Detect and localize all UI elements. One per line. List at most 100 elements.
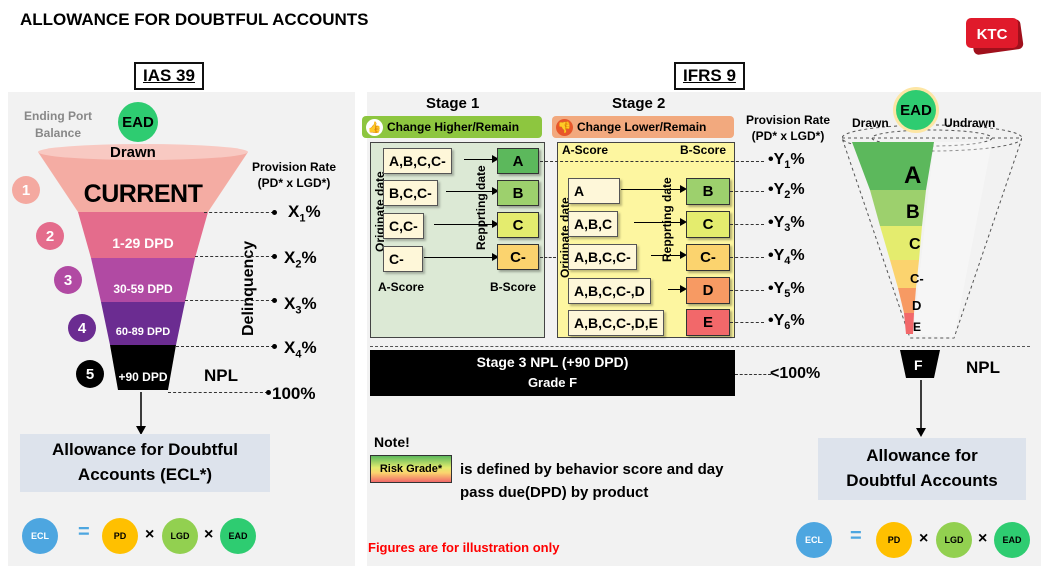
rate-x1: X1%: [288, 202, 321, 225]
ifrs-equals: =: [850, 525, 862, 547]
rate-y3: •Y3%: [768, 214, 805, 235]
leader-3: [185, 300, 274, 301]
ktc-logo: KTC: [958, 12, 1026, 58]
page-title: ALLOWANCE FOR DOUBTFUL ACCOUNTS: [20, 10, 369, 29]
s2-input-4: A,B,C,C-,D: [568, 278, 651, 304]
s1-input-2: B,C,C-: [383, 180, 438, 206]
ifrs-times-1: ×: [919, 530, 929, 547]
change-higher-pill: 👍 Change Higher/Remain: [362, 116, 542, 138]
rate-x4: X4%: [284, 338, 317, 361]
ifrs-lgd-circle: LGD: [936, 522, 972, 558]
funnel-grade-e: E: [913, 320, 922, 334]
leader-dot-3: [272, 298, 277, 303]
y-leader-2: [730, 191, 764, 192]
level-90: +90 DPD: [118, 370, 168, 384]
step-3-badge: 3: [54, 266, 82, 294]
funnel-grade-f: F: [914, 357, 923, 373]
funnel-grade-d: D: [912, 298, 922, 313]
s1-grade-c: C: [497, 212, 539, 238]
stage3-box: Stage 3 NPL (+90 DPD)Grade F: [370, 350, 735, 396]
ifrs-down-arrow: [916, 380, 926, 437]
stage1-box: [370, 142, 545, 338]
drawn-label: Drawn: [110, 144, 156, 161]
ias-provision-rate: Provision Rate(PD* x LGD*): [251, 160, 337, 190]
change-lower-pill: 👎 Change Lower/Remain: [552, 116, 734, 138]
stage2-box: [557, 142, 735, 338]
y-leader-3: [730, 224, 764, 225]
s2-arrow-4: [668, 285, 687, 293]
ifrs9-funnel: [842, 124, 1022, 378]
s1-grade-cm: C-: [497, 244, 539, 270]
ias-equals: =: [78, 521, 90, 543]
s1-arrow-4: [424, 253, 499, 261]
ifrs-times-2: ×: [978, 530, 988, 547]
leader-dot-5: [266, 390, 271, 395]
s1-arrow-3: [434, 220, 499, 228]
ias-ead-circle: EAD: [220, 518, 256, 554]
svg-text:KTC: KTC: [977, 26, 1008, 43]
s2-b-score: B-Score: [680, 143, 727, 157]
leader-4: [176, 346, 274, 347]
s2-reporting-date: Repprting date: [660, 177, 674, 262]
ias-lgd-circle: LGD: [162, 518, 198, 554]
funnel-undrawn: Undrawn: [944, 116, 996, 130]
leader-1: [204, 212, 274, 213]
stage1-label: Stage 1: [426, 95, 480, 112]
s2-input-1: A: [568, 178, 620, 204]
ifrs-ead-badge: EAD: [896, 90, 936, 130]
ias-times-2: ×: [204, 526, 214, 543]
stage3-leader: [735, 374, 771, 375]
s1-input-1: A,B,C,C-: [383, 148, 452, 174]
s2-input-5: A,B,C,C-,D,E: [568, 310, 664, 336]
thumbs-up-icon: 👍: [366, 118, 383, 136]
level-30-59: 30-59 DPD: [113, 282, 173, 296]
s1-input-4: C-: [383, 246, 423, 272]
step-4-badge: 4: [68, 314, 96, 342]
ifrs-provision-rate: Provision Rate(PD* x LGD*): [745, 113, 831, 144]
s1-reporting-date: Repprting date: [474, 165, 488, 250]
ias-times-1: ×: [145, 526, 155, 543]
rate-y6: •Y6%: [768, 312, 805, 333]
thumbs-down-icon: 👎: [556, 118, 573, 136]
s2-arrow-3: [651, 251, 687, 259]
ias-down-arrow: [136, 392, 146, 435]
s2-input-2: A,B,C: [568, 211, 619, 237]
s2-grade-cm: C-: [686, 244, 730, 271]
stage2-label: Stage 2: [612, 95, 666, 112]
level-60-89: 60-89 DPD: [115, 326, 171, 338]
ias-ecl-circle: ECL: [22, 518, 58, 554]
s2-grade-e: E: [686, 309, 730, 336]
rate-y2: •Y2%: [768, 181, 805, 202]
step-1-badge: 1: [12, 176, 40, 204]
y-leader-4: [730, 257, 764, 258]
ias-npl-label: NPL: [204, 366, 238, 385]
step-5-badge: 5: [76, 360, 104, 388]
s1-input-3: C,C-: [383, 213, 424, 239]
ifrs-ead-circle: EAD: [994, 522, 1030, 558]
s2-grade-d: D: [686, 277, 730, 304]
rate-stage3: <100%: [770, 365, 821, 382]
note-title: Note!: [374, 434, 410, 450]
stage3-divider: [370, 346, 1030, 347]
ias39-heading: IAS 39: [134, 62, 204, 90]
rate-y4: •Y4%: [768, 247, 805, 268]
ifrs-npl-label: NPL: [966, 358, 1000, 377]
funnel-grade-b: B: [906, 202, 920, 223]
funnel-drawn: Drawn: [852, 116, 889, 130]
leader-dot-4: [272, 344, 277, 349]
rate-x3: X3%: [284, 294, 317, 317]
s2-grade-b: B: [686, 178, 730, 205]
s2-input-3: A,B,C,C-: [568, 244, 637, 270]
leader-dot-2: [272, 254, 277, 259]
funnel-grade-a: A: [904, 162, 922, 189]
disclaimer: Figures are for illustration only: [368, 540, 560, 555]
s2-arrow-1: [621, 185, 687, 193]
ifrs-ecl-circle: ECL: [796, 522, 832, 558]
leader-5: [168, 392, 268, 393]
level-1-29: 1-29 DPD: [112, 235, 174, 251]
s1-grade-b: B: [497, 180, 539, 206]
